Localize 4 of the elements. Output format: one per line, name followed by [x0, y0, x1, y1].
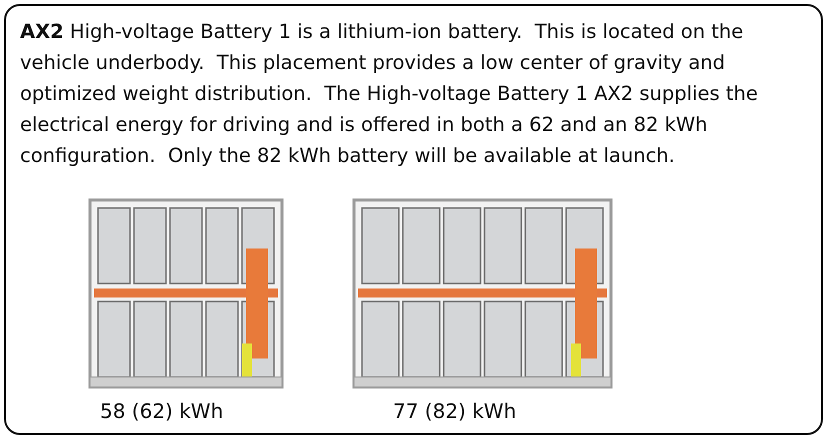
capacity-caption: 58 (62) kWh — [100, 399, 224, 423]
text-card — [4, 4, 823, 435]
capacity-caption: 77 (82) kWh — [393, 399, 516, 423]
description-paragraph: AX2 High-voltage Battery 1 is a lithium-ion battery. This is located on the vehicle underbody. This placement provides a low center of gravity and optimized weight distribution. The High-voltage Battery 1 AX2 supplies the electrical energy for driving and is offered in both a 62 and an 82 kWh configuration. Only the 82 kWh battery will be available at launch. — [20, 19, 759, 169]
